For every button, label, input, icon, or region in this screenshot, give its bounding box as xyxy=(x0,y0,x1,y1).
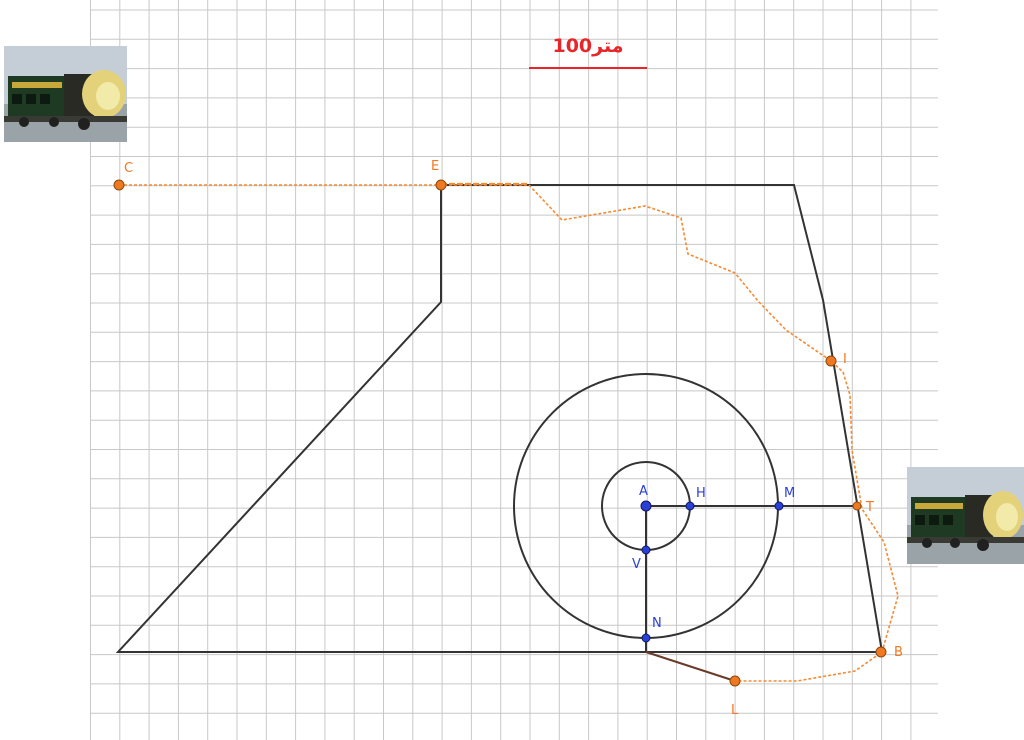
label-M: M xyxy=(784,486,795,501)
point-I xyxy=(825,355,837,367)
label-A: A xyxy=(639,484,648,499)
scale-bar-label: 100متر xyxy=(552,35,623,57)
point-L xyxy=(729,675,741,687)
outline-polygon xyxy=(115,184,884,653)
segment-NL xyxy=(645,651,736,682)
point-H xyxy=(685,501,695,511)
point-M xyxy=(774,501,784,511)
grid-lines xyxy=(90,0,938,740)
point-N xyxy=(641,633,651,643)
label-I: I xyxy=(843,352,847,367)
label-T: T xyxy=(865,500,874,515)
route-path xyxy=(119,184,899,682)
point-V xyxy=(641,545,651,555)
point-T xyxy=(852,501,862,511)
label-N: N xyxy=(652,616,662,631)
train-icon xyxy=(4,46,127,142)
label-B: B xyxy=(894,645,903,660)
label-C: C xyxy=(124,161,133,176)
label-L: L xyxy=(731,703,739,718)
point-E xyxy=(435,179,447,191)
point-A xyxy=(640,500,652,512)
point-B xyxy=(875,646,887,658)
point-C xyxy=(113,179,125,191)
label-V: V xyxy=(632,557,641,572)
label-E: E xyxy=(431,159,439,174)
label-H: H xyxy=(696,486,706,501)
train-icon xyxy=(907,467,1024,564)
